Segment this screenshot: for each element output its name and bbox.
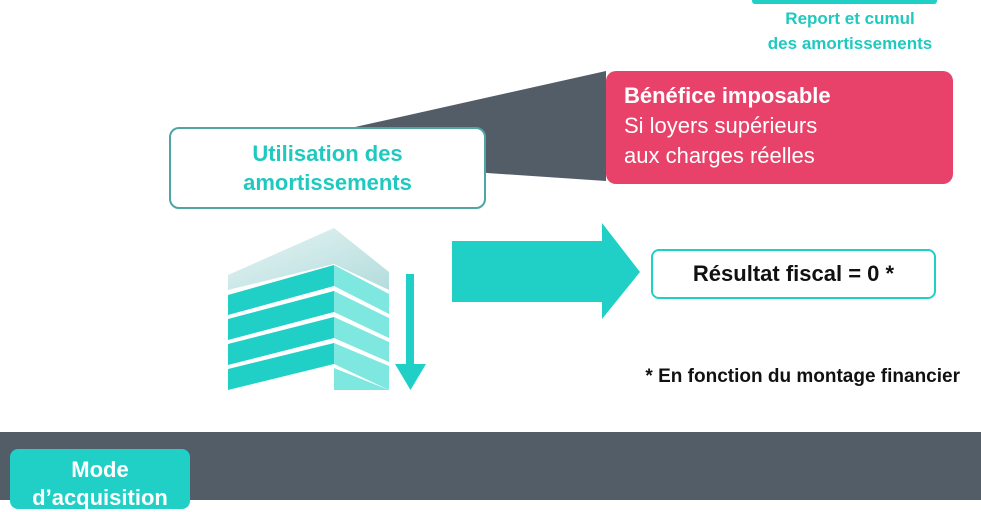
footnote: * En fonction du montage financier — [645, 366, 960, 387]
report-caption-line2: des amortissements — [767, 34, 933, 53]
report-caption-line1: Report et cumul — [785, 9, 915, 28]
mode-line2: d’acquisition — [32, 485, 168, 510]
benefit-line1: Si loyers supérieurs — [624, 113, 818, 138]
usage-line1: Utilisation des — [252, 141, 403, 166]
top-box-edge — [752, 0, 937, 4]
mode-chip: Mode d’acquisition — [10, 449, 190, 510]
benefit-card: Bénéfice imposable Si loyers supérieurs … — [606, 71, 953, 184]
connector-band — [355, 71, 606, 181]
building-icon — [228, 228, 426, 390]
usage-card: Utilisation des amortissements — [169, 127, 486, 209]
down-arrow-icon — [395, 274, 426, 390]
usage-line2: amortissements — [243, 170, 412, 195]
benefit-line2: aux charges réelles — [624, 143, 815, 168]
benefit-title: Bénéfice imposable — [624, 83, 831, 108]
right-arrow-icon — [452, 223, 640, 319]
report-caption: Report et cumul des amortissements — [720, 6, 980, 56]
mode-line1: Mode — [71, 457, 129, 482]
result-card: Résultat fiscal = 0 * — [651, 249, 936, 299]
